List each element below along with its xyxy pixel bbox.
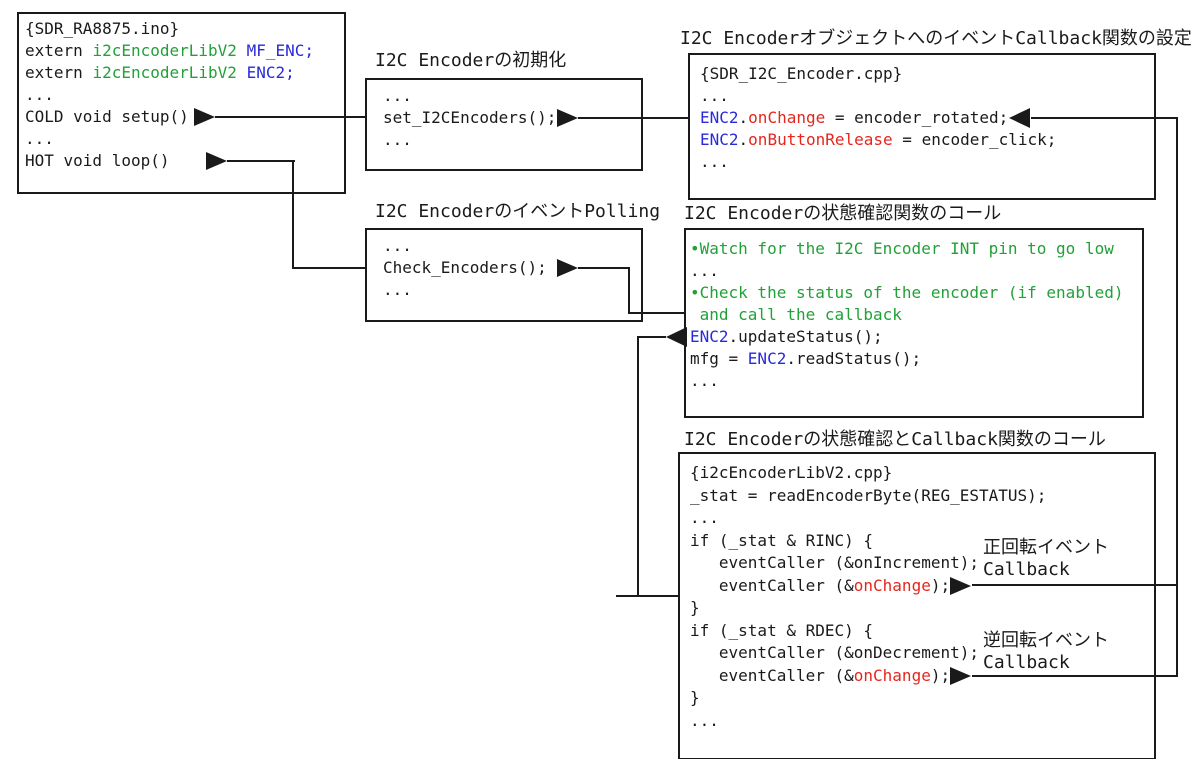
connector-loop-seg2 xyxy=(292,160,294,269)
code-line: ... xyxy=(25,85,54,104)
code-line: ... xyxy=(690,508,719,527)
code-line: extern i2cEncoderLibV2 ENC2; xyxy=(25,63,295,82)
connector-return-seg1 xyxy=(1031,117,1178,119)
code-line: COLD void setup() xyxy=(25,107,189,126)
code-line: extern i2cEncoderLibV2 MF_ENC; xyxy=(25,41,315,60)
box-event-polling: ... Check_Encoders();... xyxy=(365,228,643,322)
connector-check-seg2 xyxy=(628,267,630,314)
connector-updatestatus-seg1 xyxy=(638,336,666,338)
connector-updatestatus-seg2 xyxy=(637,336,639,597)
connector-check-seg1 xyxy=(578,267,630,269)
code-line: and call the callback xyxy=(690,305,902,324)
code-line: •Check the status of the encoder (if ena… xyxy=(690,283,1124,302)
title-callback-setup: I2C EncoderオブジェクトへのイベントCallback関数の設定 xyxy=(680,28,1192,49)
connector-loop-seg3 xyxy=(292,267,367,269)
code-line: ... xyxy=(700,86,729,105)
arrow-left-icon-onchange-target xyxy=(1009,108,1030,128)
connector-updatestatus-seg3 xyxy=(616,595,680,597)
code-line: ... xyxy=(690,371,719,390)
code-line: eventCaller (&onChange); xyxy=(690,575,951,595)
code-line: ... xyxy=(383,130,412,149)
box-status-check: •Watch for the I2C Encoder INT pin to go… xyxy=(684,228,1144,418)
code-line: ... xyxy=(700,152,729,171)
connector-setup-to-init xyxy=(215,116,367,118)
code-line: {SDR_I2C_Encoder.cpp} xyxy=(700,64,903,83)
box-encoder-init: ... set_I2CEncoders();... xyxy=(365,78,643,171)
title-i2c-encoder-init: I2C Encoderの初期化 xyxy=(375,50,567,71)
title-status-callback-call: I2C Encoderの状態確認とCallback関数のコール xyxy=(684,429,1106,450)
connector-return-seg2 xyxy=(1176,117,1178,677)
annotation-reverse-rotation: 逆回転イベント xyxy=(983,630,1109,651)
arrow-right-icon-eventcaller-rdec xyxy=(950,667,971,685)
arrow-right-icon-setup xyxy=(194,108,215,126)
connector-return-seg3 xyxy=(972,584,1178,586)
code-line: ... xyxy=(690,261,719,280)
arrow-right-icon-checkencoders xyxy=(557,259,578,277)
code-line: ... xyxy=(690,710,719,730)
connector-setencoders-to-callback-setup xyxy=(578,117,690,119)
code-line: ... xyxy=(383,86,412,105)
title-status-call: I2C Encoderの状態確認関数のコール xyxy=(684,203,1002,224)
code-line: {SDR_RA8875.ino} xyxy=(25,19,180,38)
annotation-forward-callback: Callback xyxy=(983,559,1070,580)
code-line: ... xyxy=(383,236,412,255)
code-line: eventCaller (&onDecrement); xyxy=(690,643,979,662)
code-line: {i2cEncoderLibV2.cpp} xyxy=(690,463,893,482)
connector-return-seg4 xyxy=(972,675,1178,677)
title-event-polling: I2C EncoderのイベントPolling xyxy=(375,201,661,222)
arrow-right-icon-setencoders xyxy=(557,109,578,127)
code-line: } xyxy=(690,688,700,707)
connector-loop-seg1 xyxy=(227,160,295,162)
code-line: •Watch for the I2C Encoder INT pin to go… xyxy=(690,239,1114,258)
code-line: } xyxy=(690,598,700,617)
box-sdr-i2c-encoder-cpp: {SDR_I2C_Encoder.cpp}... ENC2.onChange = … xyxy=(688,53,1156,200)
code-line: mfg = ENC2.readStatus(); xyxy=(690,349,922,368)
arrow-right-icon-loop xyxy=(206,152,227,170)
code-line: ENC2.updateStatus(); xyxy=(690,327,883,346)
code-line: HOT void loop() xyxy=(25,151,170,170)
annotation-forward-rotation: 正回転イベント xyxy=(983,537,1109,558)
code-line: eventCaller (&onIncrement); xyxy=(690,553,979,572)
code-line: ... xyxy=(383,280,412,299)
box-i2cencoderlibv2-cpp: {i2cEncoderLibV2.cpp} _stat = readEncoder… xyxy=(678,452,1156,759)
connector-check-seg3 xyxy=(628,312,686,314)
code-line: if (_stat & RDEC) { xyxy=(690,620,874,640)
box-sdr-ra8875-ino: {SDR_RA8875.ino}extern i2cEncoderLibV2 M… xyxy=(17,12,346,194)
annotation-reverse-callback: Callback xyxy=(983,652,1070,673)
code-line: ENC2.onChange = encoder_rotated; xyxy=(700,108,1009,127)
code-line: set_I2CEncoders(); xyxy=(383,108,557,127)
code-line: ... xyxy=(25,129,54,148)
arrow-right-icon-eventcaller-rinc xyxy=(950,577,971,595)
code-line: if (_stat & RINC) { xyxy=(690,530,874,550)
code-line: ENC2.onButtonRelease = encoder_click; xyxy=(700,130,1057,149)
arrow-left-icon-updatestatus xyxy=(666,327,687,347)
code-line: eventCaller (&onChange); xyxy=(690,665,951,685)
code-line: Check_Encoders(); xyxy=(383,258,547,277)
code-line: _stat = readEncoderByte(REG_ESTATUS); xyxy=(690,485,1047,505)
